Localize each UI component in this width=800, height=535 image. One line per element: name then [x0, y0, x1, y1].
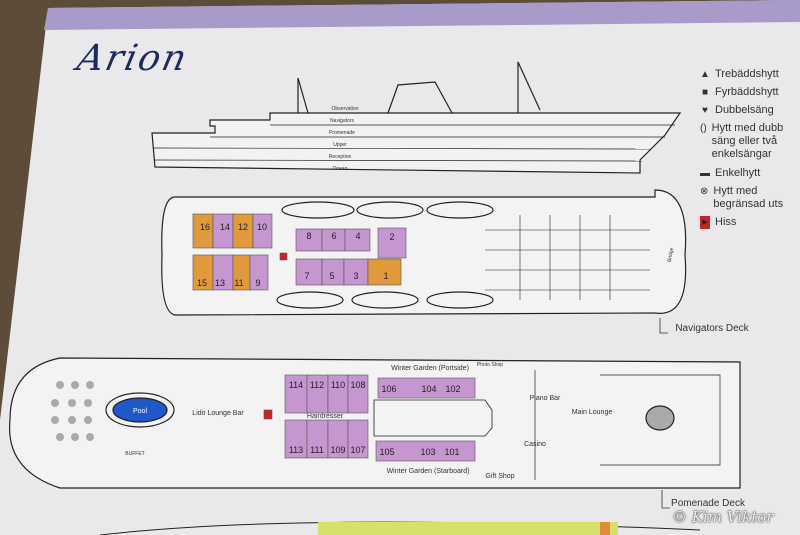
casino-label: Casino [524, 441, 546, 448]
cabin-103: 103 [420, 447, 435, 457]
winter-garden-port-label: Winter Garden (Portside) [391, 365, 469, 372]
buffet-label: BUFFET [125, 451, 144, 457]
circle-x-icon: ⊗ [700, 186, 709, 197]
navigators-cabins [192, 213, 407, 291]
legend-label: Dubbelsäng [715, 104, 774, 116]
promenade-deck-plan [8, 357, 741, 489]
cabin-113: 113 [289, 445, 303, 455]
photo-shop-label: Photo Shop [477, 362, 503, 368]
triangle-icon: ▲ [700, 69, 710, 80]
bracket-icon: () [700, 123, 707, 134]
navigators-deck-plan [161, 189, 687, 316]
cabin-111: 111 [310, 445, 324, 455]
legend-label: Trebäddshytt [715, 68, 779, 80]
navigators-deck-label: Navigators Deck [675, 323, 749, 334]
ship-side-profile [151, 61, 682, 174]
deck-promenade: Promenade [329, 130, 355, 136]
cabin-14: 14 [220, 222, 230, 232]
winter-garden-starboard-label: Winter Garden (Starboard) [387, 468, 470, 475]
legend: ▲Trebäddshytt ■Fyrbäddshytt ♥Dubbelsäng … [700, 68, 800, 234]
elevator-icon [263, 409, 273, 420]
hairdresser-label: Hairdresser [307, 413, 344, 420]
heart-icon: ♥ [702, 105, 708, 116]
cabin-2: 2 [389, 232, 394, 242]
cabin-15: 15 [197, 278, 207, 288]
pool-label: Pool [133, 408, 147, 415]
legend-label: Hytt med dubb säng eller två enkelsängar [711, 122, 784, 160]
lido-label: Lido Lounge Bar [192, 410, 244, 417]
cabin-1: 1 [383, 271, 388, 281]
ship-title: Arion [73, 38, 192, 79]
cabin-109: 109 [330, 445, 345, 455]
legend-label: Hytt med begränsad uts [713, 185, 784, 210]
cabin-112: 112 [310, 380, 324, 390]
next-deck-cabins [318, 522, 618, 535]
deck-ocean: Ocean [333, 166, 348, 172]
cabin-114: 114 [289, 380, 303, 390]
tables [51, 381, 94, 441]
cabin-110: 110 [331, 380, 345, 390]
cabin-6: 6 [331, 231, 336, 241]
piano-bar-label: Piano Bar [530, 395, 561, 402]
cabin-10: 10 [257, 222, 267, 232]
promenade-deck-label: Pomenade Deck [671, 498, 746, 509]
deck-upper: Upper [333, 142, 347, 148]
deck-reception: Reception [329, 154, 352, 160]
deck-navigators: Navigators [330, 118, 354, 124]
cabin-9: 9 [255, 278, 260, 288]
gift-shop-label: Gift Shop [485, 473, 514, 480]
cabin-105: 105 [379, 447, 394, 457]
legend-label: Enkelhytt [715, 167, 761, 179]
cabin-102: 102 [445, 384, 460, 394]
cabin-16: 16 [200, 222, 210, 232]
cabin-108: 108 [350, 380, 365, 390]
cabin-11: 11 [234, 278, 243, 288]
cabin-12: 12 [238, 222, 248, 232]
cabin-104: 104 [421, 384, 436, 394]
legend-label: Hiss [715, 216, 737, 228]
elevator-icon: ▶ [700, 216, 710, 229]
cabin-8: 8 [306, 231, 311, 241]
cabin-106: 106 [381, 384, 396, 394]
cabin-107: 107 [350, 445, 365, 455]
cabin-3: 3 [353, 271, 358, 281]
cabin-101: 101 [444, 447, 459, 457]
cabin-13: 13 [215, 278, 225, 288]
legend-label: Fyrbäddshytt [715, 86, 779, 98]
cabin-4: 4 [355, 231, 360, 241]
bar-icon: ▬ [700, 168, 710, 179]
promenade-cabins [263, 374, 476, 462]
cabin-7: 7 [304, 271, 309, 281]
bridge-label: Bridge [667, 247, 675, 262]
deck-observation: Observation [332, 106, 359, 112]
square-icon: ■ [701, 87, 709, 98]
main-lounge-label: Main Lounge [572, 409, 613, 416]
elevator-icon [279, 252, 288, 261]
cabin-5: 5 [329, 271, 334, 281]
watermark: © Kim Viktor [672, 508, 774, 526]
